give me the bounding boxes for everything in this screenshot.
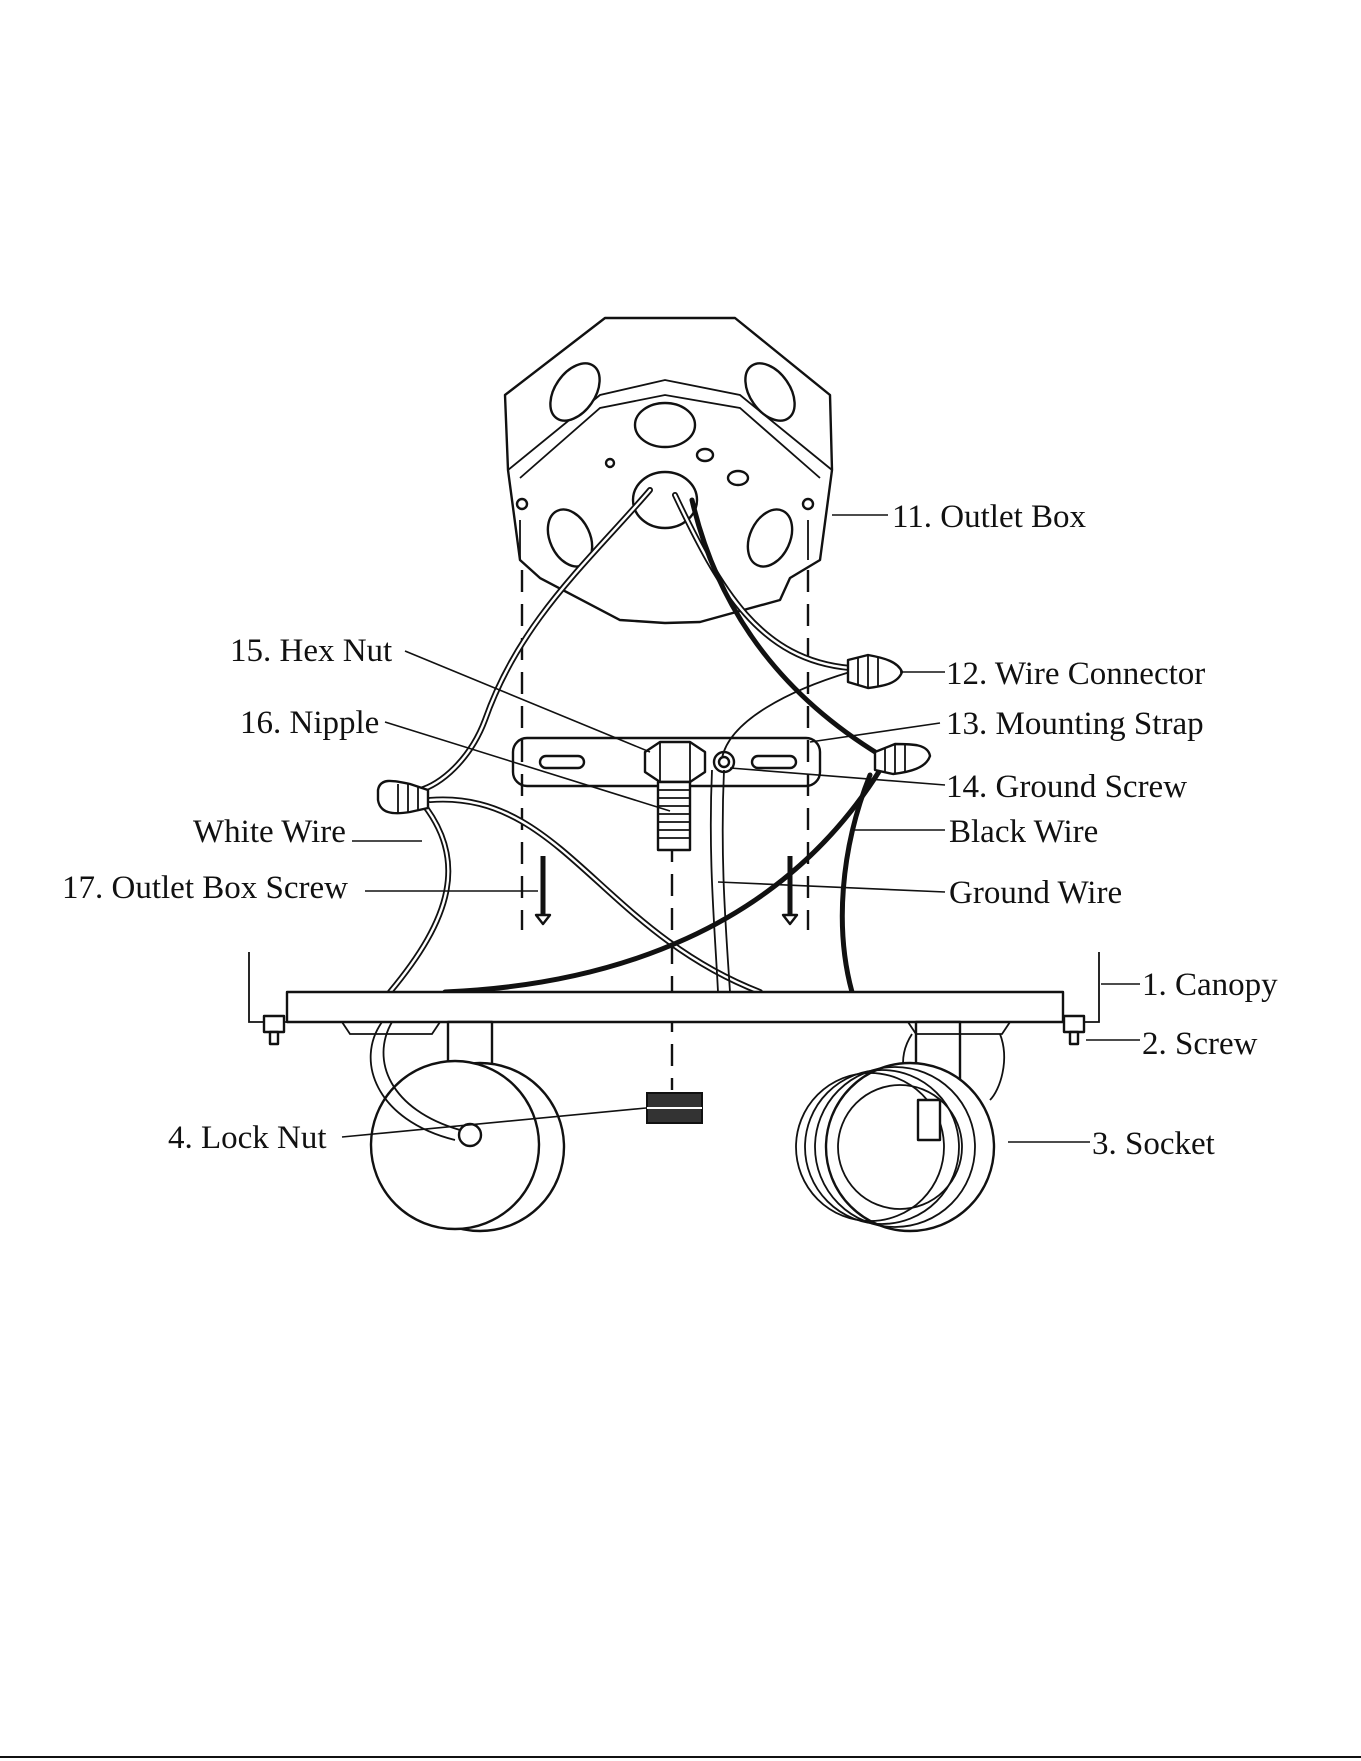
- hex-nut: [645, 742, 705, 782]
- label-hex-nut: 15. Hex Nut: [230, 633, 392, 669]
- wire-connector-right: [875, 744, 930, 774]
- label-black-wire: Black Wire: [949, 814, 1098, 850]
- label-canopy: 1. Canopy: [1142, 967, 1278, 1003]
- lock-nut: [647, 1093, 702, 1123]
- label-ground-wire: Ground Wire: [949, 875, 1122, 911]
- page-bottom-rule: [0, 1756, 1361, 1758]
- label-outlet-box: 11. Outlet Box: [892, 499, 1087, 535]
- label-screw: 2. Screw: [1142, 1026, 1258, 1062]
- socket-right: [796, 1034, 1004, 1231]
- label-nipple: 16. Nipple: [240, 705, 379, 741]
- nipple: [658, 782, 690, 850]
- label-wire-connector: 12. Wire Connector: [946, 656, 1205, 692]
- label-socket: 3. Socket: [1092, 1126, 1215, 1162]
- wire-connector-top: [848, 655, 902, 688]
- outlet-box: [505, 318, 832, 623]
- ground-screw: [714, 752, 734, 772]
- canopy: [249, 952, 1099, 1022]
- label-white-wire: White Wire: [193, 814, 346, 850]
- label-ground-screw: 14. Ground Screw: [946, 769, 1187, 805]
- outlet-box-screws: [536, 856, 797, 924]
- canopy-screw-right: [1064, 1016, 1084, 1044]
- label-mounting-strap: 13. Mounting Strap: [946, 706, 1204, 742]
- label-lock-nut: 4. Lock Nut: [168, 1120, 327, 1156]
- canopy-screw-left: [264, 1016, 284, 1044]
- label-outlet-box-screw: 17. Outlet Box Screw: [62, 870, 348, 906]
- wire-connector-left: [378, 781, 428, 813]
